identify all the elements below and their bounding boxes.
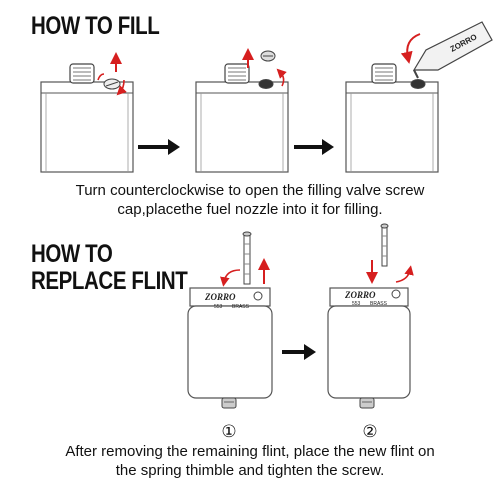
flint-caption-line1: After removing the remaining flint, plac… (65, 443, 435, 460)
fill-step1-rotate-arrows (97, 52, 127, 96)
lighter-model-2: 553 (352, 301, 361, 307)
next-step-arrow-2 (294, 139, 334, 155)
how-to-replace-title-line2: REPLACE FLINT (31, 267, 188, 295)
flint-step2-arrows (366, 260, 414, 284)
lighter-model-1: 553 (214, 304, 223, 310)
flint-spring-rod-1 (242, 231, 252, 285)
lighter-material-2: BRASS (370, 301, 388, 307)
fill-step3-arrow (400, 33, 421, 64)
fill-caption-line1: Turn counterclockwise to open the fillin… (75, 182, 425, 199)
fill-caption-line2: cap,placethe fuel nozzle into it for fil… (117, 201, 383, 218)
fill-step1-lighter (40, 63, 134, 173)
how-to-fill-title: HOW TO FILL (31, 12, 160, 40)
flint-step1-lighter: ZORRO 553 BRASS (187, 287, 273, 409)
fuel-can-icon: ZORRO (412, 21, 493, 79)
step-marker-2: ② (362, 422, 377, 442)
flint-step2-lighter: ZORRO 553 BRASS (327, 287, 411, 409)
flint-step1-arrows (220, 258, 270, 287)
step-marker-1: ① (221, 422, 236, 442)
flint-caption-line2: the spring thimble and tighten the screw… (115, 462, 385, 479)
lighter-brand-2: ZORRO (344, 290, 376, 300)
fill-step2-lighter (195, 50, 289, 173)
next-step-arrow-1 (138, 139, 180, 155)
how-to-replace-title-line1: HOW TO (31, 240, 113, 268)
flint-caption: After removing the remaining flint, plac… (0, 442, 500, 480)
fill-step2-arrows (242, 48, 287, 87)
fill-caption: Turn counterclockwise to open the fillin… (0, 181, 500, 219)
lighter-brand-1: ZORRO (204, 292, 236, 302)
next-step-arrow-3 (282, 344, 316, 360)
lighter-material-1: BRASS (232, 304, 250, 310)
flint-spring-rod-2 (380, 223, 389, 267)
fill-step3-lighter (345, 63, 439, 173)
